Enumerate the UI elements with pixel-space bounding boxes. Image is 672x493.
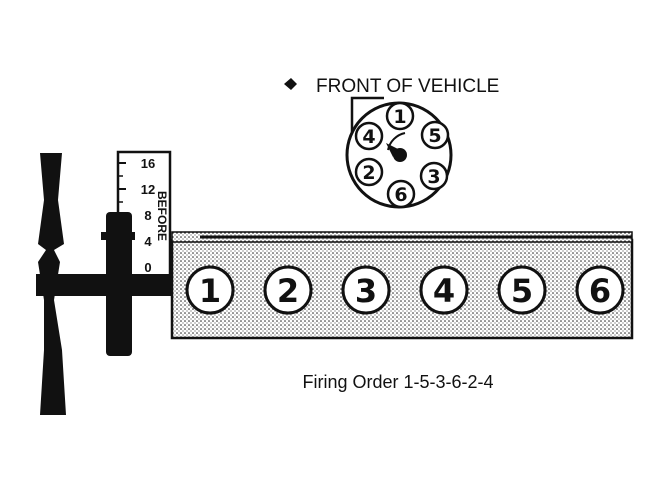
- distributor-terminal-label: 1: [393, 106, 406, 128]
- distributor-terminal-label: 3: [427, 166, 440, 188]
- cylinder: 3: [341, 265, 391, 315]
- firing-order-label: Firing Order 1-5-3-6-2-4: [302, 372, 493, 392]
- distributor-cap: 15 362 4: [345, 96, 453, 209]
- distributor-terminal: 6: [386, 179, 416, 209]
- rotor-arc: [387, 132, 406, 151]
- crank-pulley: [36, 212, 176, 356]
- cylinder-number: 2: [277, 272, 299, 310]
- front-arrow-icon: [284, 78, 297, 90]
- timing-pointer: [101, 232, 135, 240]
- distributor-terminal-label: 6: [394, 184, 407, 206]
- distributor-terminal-label: 4: [362, 126, 375, 148]
- engine-block-body: [170, 238, 634, 340]
- distributor-terminal: 5: [420, 120, 450, 150]
- cylinder: 5: [497, 265, 547, 315]
- distributor-terminal-label: 2: [362, 162, 375, 184]
- cylinder-number: 5: [511, 272, 533, 310]
- rotor-arrow-icon: [386, 143, 398, 157]
- scale-mark-label: 0: [144, 260, 151, 275]
- rotor-center: [393, 148, 407, 162]
- distributor-leader-line: [350, 96, 384, 132]
- cylinder-number: 3: [355, 272, 377, 310]
- distributor-terminal: 1: [385, 101, 415, 131]
- distributor-terminal: 3: [419, 161, 449, 191]
- cylinder-number: 4: [433, 272, 455, 310]
- scale-mark-label: 12: [141, 182, 155, 197]
- cylinder: 2: [263, 265, 313, 315]
- cylinder: 6: [575, 265, 625, 315]
- before-label: BEFORE: [155, 191, 169, 241]
- front-of-vehicle-label: FRONT OF VEHICLE: [316, 76, 499, 97]
- distributor-terminal: 4: [354, 121, 384, 151]
- scale-mark-label: 4: [144, 234, 152, 249]
- cylinder-number: 6: [589, 272, 611, 310]
- cylinder: 4: [419, 265, 469, 315]
- scale-mark-label: 16: [141, 156, 155, 171]
- cylinder-number: 1: [199, 272, 221, 310]
- distributor-terminal: 2: [354, 157, 384, 187]
- engine-block: 1 2 3 4 5 6: [170, 231, 634, 340]
- cylinder: 1: [185, 265, 235, 315]
- distributor-terminal-label: 5: [428, 125, 441, 147]
- scale-mark-label: 8: [144, 208, 151, 223]
